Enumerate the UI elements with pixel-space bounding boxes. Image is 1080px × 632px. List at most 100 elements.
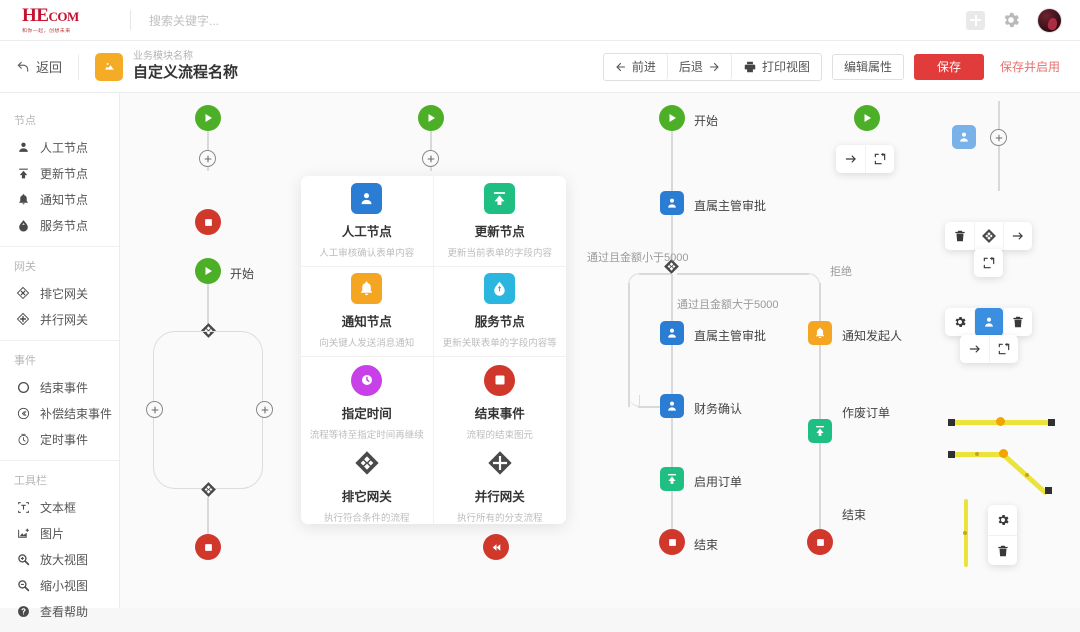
person-node-icon <box>351 182 383 214</box>
parallel-gateway-node-2[interactable] <box>200 481 217 498</box>
line-bend-handle[interactable] <box>999 449 1008 458</box>
flowc-enable-order-node[interactable] <box>660 467 684 491</box>
palette-item-timer-event[interactable]: 指定时间 流程等待至指定时间再继续 <box>301 357 434 448</box>
trash-icon[interactable] <box>945 222 974 250</box>
compensate-end-node[interactable] <box>483 534 509 560</box>
line-endpoint-start[interactable] <box>948 451 955 458</box>
detached-start-node[interactable] <box>854 105 880 131</box>
sidebar-item-timer-event[interactable]: 定时事件 <box>0 426 119 452</box>
end-node[interactable] <box>195 209 221 235</box>
trash-icon[interactable] <box>988 535 1017 565</box>
add-node-handle-left[interactable] <box>146 401 163 418</box>
backward-button[interactable]: 后退 <box>667 53 732 80</box>
plus-icon[interactable] <box>966 10 985 30</box>
flowc-void-order-node[interactable] <box>808 419 832 443</box>
sidebar-item-image[interactable]: 图片 <box>0 520 119 546</box>
sidebar-item-label: 放大视图 <box>40 552 89 567</box>
save-button[interactable]: 保存 <box>913 53 984 80</box>
avatar[interactable] <box>1037 7 1062 33</box>
edit-properties-button[interactable]: 编辑属性 <box>831 53 904 80</box>
add-node-icon[interactable] <box>989 335 1018 363</box>
palette-item-service-node[interactable]: 服务节点 更新关联表单的字段内容等 <box>433 267 566 358</box>
sidebar-item-service-node[interactable]: 服务节点 <box>0 212 119 238</box>
start-node-b[interactable] <box>418 105 444 131</box>
vertical-line-handles[interactable] <box>960 497 1070 577</box>
sidebar-item-person-node[interactable]: 人工节点 <box>0 134 119 160</box>
straight-line-handles[interactable] <box>948 413 1068 433</box>
node-toolbar-middle[interactable] <box>945 222 1032 250</box>
palette-item-parallel-gateway[interactable]: 并行网关 执行所有的分支流程 <box>434 448 567 524</box>
line-minor-handle[interactable] <box>1025 473 1029 477</box>
node-toolbar-lower-row2[interactable] <box>960 335 1018 363</box>
node-toolbar-lower[interactable] <box>945 308 1032 336</box>
add-node-handle-right[interactable] <box>256 401 273 418</box>
sidebar-item-bell-node[interactable]: 通知节点 <box>0 186 119 212</box>
sidebar-item-update-node[interactable]: 更新节点 <box>0 160 119 186</box>
flowc-end-node[interactable] <box>659 529 685 555</box>
bent-line-handles[interactable] <box>948 445 1080 515</box>
sidebar-item-textbox[interactable]: 文本框 <box>0 494 119 520</box>
sidebar-item-parallel-gateway[interactable]: 并行网关 <box>0 306 119 332</box>
page-title[interactable]: 自定义流程名称 <box>133 64 239 81</box>
add-node-icon[interactable] <box>865 145 894 173</box>
flowc-finance-node[interactable] <box>660 394 684 418</box>
line-endpoint-end[interactable] <box>1048 419 1055 426</box>
flowc-approval-node-2[interactable] <box>660 321 684 345</box>
gear-icon[interactable] <box>1001 10 1021 30</box>
trash-icon[interactable] <box>1003 308 1032 336</box>
print-label: 打印视图 <box>761 60 810 74</box>
end-node-2[interactable] <box>195 534 221 560</box>
sidebar-item-zoom-in[interactable]: 放大视图 <box>0 546 119 572</box>
edge-toolbar[interactable] <box>988 505 1017 565</box>
parallel-gateway-node[interactable] <box>200 322 217 339</box>
add-node-handle[interactable] <box>199 150 216 167</box>
add-node-icon[interactable] <box>974 249 1003 277</box>
forward-button[interactable]: 前进 <box>603 53 668 80</box>
person-node-icon[interactable] <box>974 308 1003 336</box>
palette-item-exclusive-gateway[interactable]: 排它网关 执行符合条件的流程 <box>301 447 434 524</box>
flowc-approval-node-1[interactable] <box>660 191 684 215</box>
flowc-start-node[interactable] <box>659 105 685 131</box>
flowc-notify-node[interactable] <box>808 321 832 345</box>
line-endpoint-start[interactable] <box>948 419 955 426</box>
flow-canvas[interactable]: 开始 <box>120 93 1080 608</box>
search-input[interactable]: 搜索关键字... <box>149 13 220 28</box>
line-midpoint-handle[interactable] <box>996 417 1005 426</box>
brand-logo[interactable]: HECOM 和你一起，创想未来 <box>0 6 120 34</box>
sidebar-item-compensate-end-event[interactable]: 补偿结束事件 <box>0 400 119 426</box>
start-node[interactable] <box>195 105 221 131</box>
palette-item-update-node[interactable]: 更新节点 更新当前表单的字段内容 <box>433 176 566 267</box>
line-midpoint-handle[interactable] <box>963 531 967 535</box>
gear-icon[interactable] <box>988 505 1017 535</box>
sidebar-item-exclusive-gateway[interactable]: 排它网关 <box>0 280 119 306</box>
node-type-palette[interactable]: 人工节点 人工审核确认表单内容 更新节点 更新当前表单的字段内容 通知节点 向关… <box>301 176 566 524</box>
flowc-exclusive-gateway[interactable] <box>663 258 680 275</box>
flowc-end-node-2[interactable] <box>807 529 833 555</box>
line-endpoint-end[interactable] <box>1045 487 1052 494</box>
selected-person-node[interactable] <box>952 125 976 149</box>
edge <box>819 443 821 535</box>
sidebar-item-zoom-out[interactable]: 缩小视图 <box>0 572 119 598</box>
arrow-right-icon[interactable] <box>836 145 865 173</box>
palette-item-person-node[interactable]: 人工节点 人工审核确认表单内容 <box>301 176 434 267</box>
gear-icon[interactable] <box>945 308 974 336</box>
save-and-enable-button[interactable]: 保存并启用 <box>999 60 1060 74</box>
line-segment <box>952 452 1008 457</box>
sidebar-item-end-event[interactable]: 结束事件 <box>0 374 119 400</box>
end-event-icon <box>484 364 516 396</box>
sidebar-item-help[interactable]: 查看帮助 <box>0 598 119 624</box>
add-node-handle-b[interactable] <box>422 150 439 167</box>
palette-item-bell-node[interactable]: 通知节点 向关键人发送消息通知 <box>301 266 434 358</box>
node-toolbar-middle-row2[interactable] <box>974 249 1003 277</box>
back-button[interactable]: 返回 <box>16 57 62 76</box>
arrow-right-icon[interactable] <box>960 335 989 363</box>
print-view-button[interactable]: 打印视图 <box>731 53 821 80</box>
add-node-handle-rail[interactable] <box>990 129 1007 146</box>
line-minor-handle[interactable] <box>975 452 979 456</box>
start-node-2[interactable] <box>195 258 221 284</box>
palette-item-end-event[interactable]: 结束事件 流程的结束图元 <box>434 357 567 448</box>
module-title-block: 业务模块名称 自定义流程名称 <box>133 51 238 82</box>
arrow-right-icon[interactable] <box>1003 222 1032 250</box>
node-toolbar-top[interactable] <box>836 145 894 173</box>
gateway-icon[interactable] <box>974 222 1003 250</box>
